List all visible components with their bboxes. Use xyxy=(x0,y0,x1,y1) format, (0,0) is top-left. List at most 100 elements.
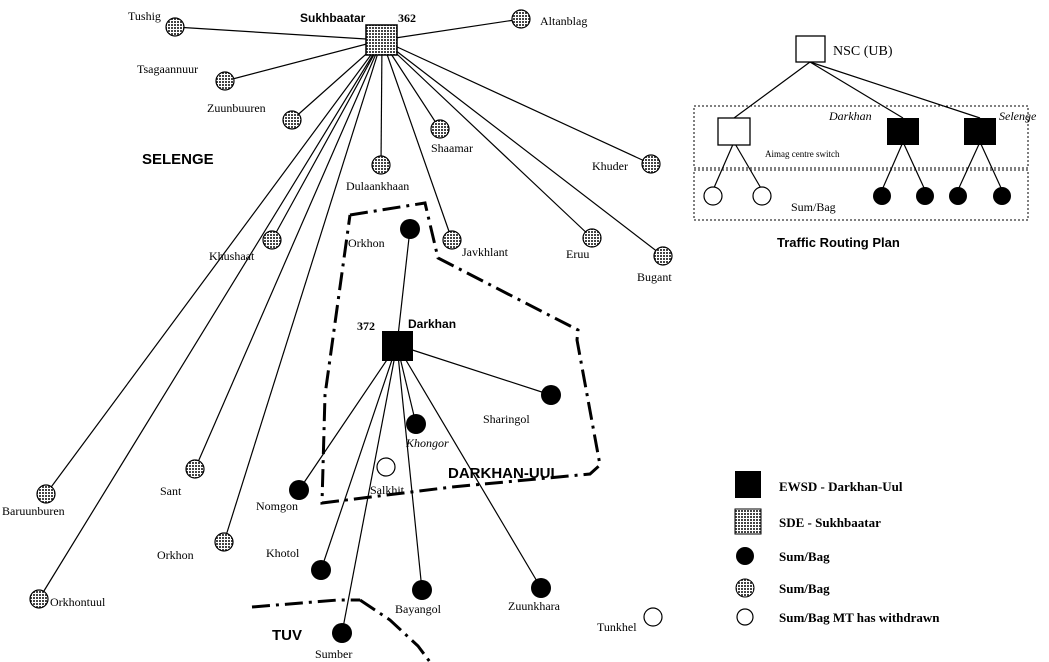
rnode-black-1 xyxy=(873,187,891,205)
label-tushig: Tushig xyxy=(128,9,161,23)
rnode-white-1 xyxy=(703,186,723,206)
node-tunkhel xyxy=(643,607,663,627)
link-khuder xyxy=(381,39,652,165)
label-orkhon-darkhan: Orkhon xyxy=(348,236,385,250)
label-altanblag: Altanblag xyxy=(540,14,587,28)
rlink-nsc-selenge xyxy=(809,61,981,119)
node-shaamar xyxy=(430,119,450,139)
rlink-aimag-2 xyxy=(733,141,763,191)
region-tuv: TUV xyxy=(272,627,302,644)
routing-title: Traffic Routing Plan xyxy=(777,235,900,250)
label-nomgon: Nomgon xyxy=(256,499,298,513)
routing-sumbag-label: Sum/Bag xyxy=(791,200,836,214)
legend-label-sumbag-hatched: Sum/Bag xyxy=(779,581,830,596)
darkhan-nodes xyxy=(289,219,561,643)
rnode-black-3 xyxy=(949,187,967,205)
link-tsagaannuur xyxy=(224,39,383,82)
link-sant xyxy=(194,39,383,470)
routing-nsc-label: NSC (UB) xyxy=(833,44,893,59)
withdrawn-nodes xyxy=(376,457,663,627)
node-zuunbuuren xyxy=(282,110,302,130)
hub-sukhbaatar-number: 362 xyxy=(398,11,416,25)
hub-sukhbaatar-name: Sukhbaatar xyxy=(300,11,366,25)
node-bayangol xyxy=(412,580,432,600)
hatched-square-icon xyxy=(365,24,398,56)
rlink-darkhan-1 xyxy=(881,141,904,191)
link-khushaat xyxy=(271,39,383,241)
routing-plan: NSC (UB) Darkhan Selenge Aimag centre sw… xyxy=(693,35,1037,250)
link-sumber xyxy=(341,344,398,634)
link-altanblag xyxy=(381,18,522,41)
legend-black-circle-icon xyxy=(736,547,754,565)
legend-label-sde: SDE - Sukhbaatar xyxy=(779,515,881,530)
selenge-nodes xyxy=(29,9,673,609)
label-javkhlant: Javkhlant xyxy=(462,245,509,259)
legend-black-square-icon xyxy=(735,471,761,498)
rlink-darkhan-2 xyxy=(902,141,926,191)
label-tsagaannuur: Tsagaannuur xyxy=(137,62,198,76)
label-sharingol: Sharingol xyxy=(483,412,530,426)
rlink-nsc-darkhan xyxy=(809,61,904,119)
sukhbaatar-links xyxy=(38,18,664,600)
link-javkhlant xyxy=(381,39,453,241)
label-khotol: Khotol xyxy=(266,546,300,560)
link-orkhon-darkhan xyxy=(396,228,411,346)
label-sant: Sant xyxy=(160,484,182,498)
link-sharingol xyxy=(396,344,552,396)
black-square-icon xyxy=(382,331,413,361)
link-bayangol xyxy=(396,344,423,591)
region-labels: SELENGE DARKHAN-UUL TUV xyxy=(142,151,560,644)
rlink-nsc-aimag xyxy=(733,61,811,119)
rlink-aimag-1 xyxy=(712,141,735,191)
darkhan-links xyxy=(298,228,552,634)
node-labels: Tushig Altanblag Tsagaannuur Zuunbuuren … xyxy=(2,9,672,661)
label-dulaankhaan: Dulaankhaan xyxy=(346,179,409,193)
label-shaamar: Shaamar xyxy=(431,141,473,155)
link-orkhon-selenge xyxy=(223,39,383,543)
rnode-white-2 xyxy=(752,186,772,206)
hub-sukhbaatar: Sukhbaatar 362 xyxy=(300,11,416,56)
label-sumber: Sumber xyxy=(315,647,352,661)
region-darkhan-uul: DARKHAN-UUL xyxy=(448,465,560,482)
label-bugant: Bugant xyxy=(637,270,672,284)
legend-label-sumbag-black: Sum/Bag xyxy=(779,549,830,564)
legend-white-circle-icon xyxy=(736,608,754,626)
label-salkhit: Salkhit xyxy=(370,483,405,497)
node-orkhon-selenge xyxy=(214,532,234,552)
routing-links xyxy=(712,61,1003,191)
selenge-square-icon xyxy=(964,118,996,145)
region-selenge: SELENGE xyxy=(142,151,214,168)
link-khotol xyxy=(320,344,398,571)
link-orkhontuul xyxy=(38,39,383,600)
node-orkhontuul xyxy=(29,589,49,609)
link-tushig xyxy=(174,26,383,41)
node-zuunkhara xyxy=(531,578,551,598)
label-zuunkhara: Zuunkhara xyxy=(508,599,561,613)
link-bugant xyxy=(381,39,664,257)
hub-darkhan-number: 372 xyxy=(357,319,375,333)
link-zuunkhara xyxy=(396,344,542,589)
node-javkhlant xyxy=(442,230,462,250)
label-khuder: Khuder xyxy=(592,159,628,173)
routing-darkhan-label: Darkhan xyxy=(828,109,872,123)
routing-switch-box xyxy=(693,105,1029,169)
link-nomgon xyxy=(298,344,398,491)
label-tunkhel: Tunkhel xyxy=(597,620,637,634)
rlink-selenge-1 xyxy=(957,141,981,191)
node-khotol xyxy=(311,560,331,580)
node-sharingol xyxy=(541,385,561,405)
routing-selenge-label: Selenge xyxy=(999,109,1037,123)
label-zuunbuuren: Zuunbuuren xyxy=(207,101,266,115)
node-salkhit xyxy=(376,457,396,477)
hub-darkhan: 372 Darkhan xyxy=(357,317,456,361)
label-baruunburen: Baruunburen xyxy=(2,504,65,518)
link-eruu xyxy=(381,39,593,239)
node-khushaat xyxy=(262,230,282,250)
legend: EWSD - Darkhan-Uul SDE - Sukhbaatar Sum/… xyxy=(734,471,940,626)
nsc-square-icon xyxy=(795,35,826,63)
label-bayangol: Bayangol xyxy=(395,602,442,616)
routing-sumbag-box xyxy=(693,169,1029,221)
node-tsagaannuur xyxy=(215,71,235,91)
label-khushaat: Khushaat xyxy=(209,249,255,263)
aimag-square-icon xyxy=(717,117,751,146)
